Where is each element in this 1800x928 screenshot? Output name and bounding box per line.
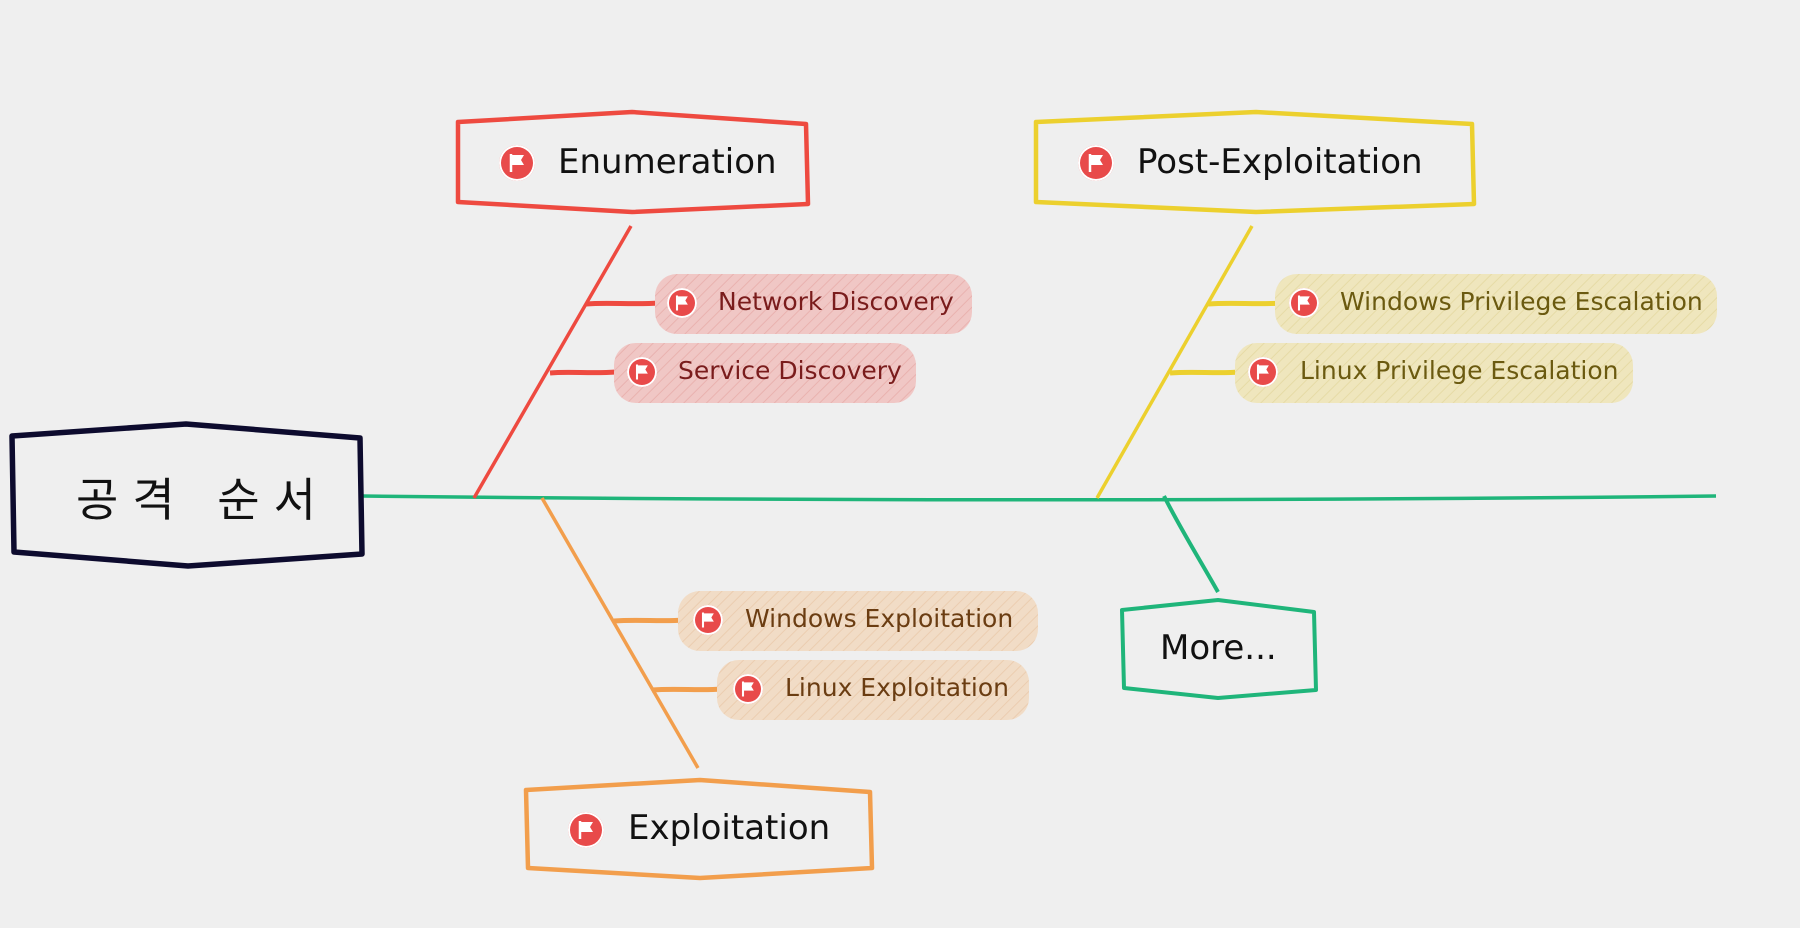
flag-icon [627, 357, 657, 387]
post-exploitation-bone [1095, 225, 1254, 499]
service-discovery-connector [549, 369, 617, 376]
linux-privesc-connector [1169, 369, 1241, 376]
flag-icon [693, 605, 723, 635]
flag-icon [1078, 145, 1114, 181]
enumeration-label: Enumeration [558, 142, 777, 182]
exploitation-label: Exploitation [628, 808, 831, 848]
flag-icon [733, 674, 763, 704]
more-label: More... [1160, 628, 1277, 668]
more-bone [1162, 495, 1220, 593]
windows-privesc-pill[interactable] [1275, 274, 1717, 334]
linux-exploitation-connector [651, 686, 723, 693]
exploitation-bone [540, 497, 700, 769]
more-box[interactable] [1120, 598, 1318, 700]
exploitation-box[interactable] [523, 777, 875, 881]
flag-icon [667, 288, 697, 318]
network-discovery-connector [585, 300, 661, 307]
flag-icon [568, 812, 604, 848]
root-label: 공격 순서 [76, 473, 330, 527]
service-discovery-pill[interactable] [614, 343, 916, 403]
windows-exploitation-pill[interactable] [678, 591, 1038, 651]
windows-exploitation-label: Windows Exploitation [745, 604, 1014, 633]
flag-icon [1248, 357, 1278, 387]
linux-privesc-label: Linux Privilege Escalation [1300, 356, 1619, 385]
post-exploitation-box[interactable] [1033, 109, 1477, 215]
flag-icon [1289, 288, 1319, 318]
linux-exploitation-label: Linux Exploitation [785, 673, 1009, 702]
post-exploitation-label: Post-Exploitation [1137, 142, 1423, 182]
windows-privesc-label: Windows Privilege Escalation [1340, 287, 1703, 316]
flag-icon [499, 145, 535, 181]
service-discovery-label: Service Discovery [678, 356, 902, 385]
windows-privesc-connector [1207, 300, 1283, 307]
linux-exploitation-pill[interactable] [717, 660, 1029, 720]
main-spine [361, 494, 1717, 502]
network-discovery-label: Network Discovery [718, 287, 954, 316]
enumeration-box[interactable] [455, 109, 811, 215]
enumeration-bone [472, 225, 633, 499]
windows-exploitation-connector [613, 617, 685, 624]
root-box[interactable] [9, 421, 365, 569]
linux-privesc-pill[interactable] [1235, 343, 1633, 403]
network-discovery-pill[interactable] [655, 274, 972, 334]
